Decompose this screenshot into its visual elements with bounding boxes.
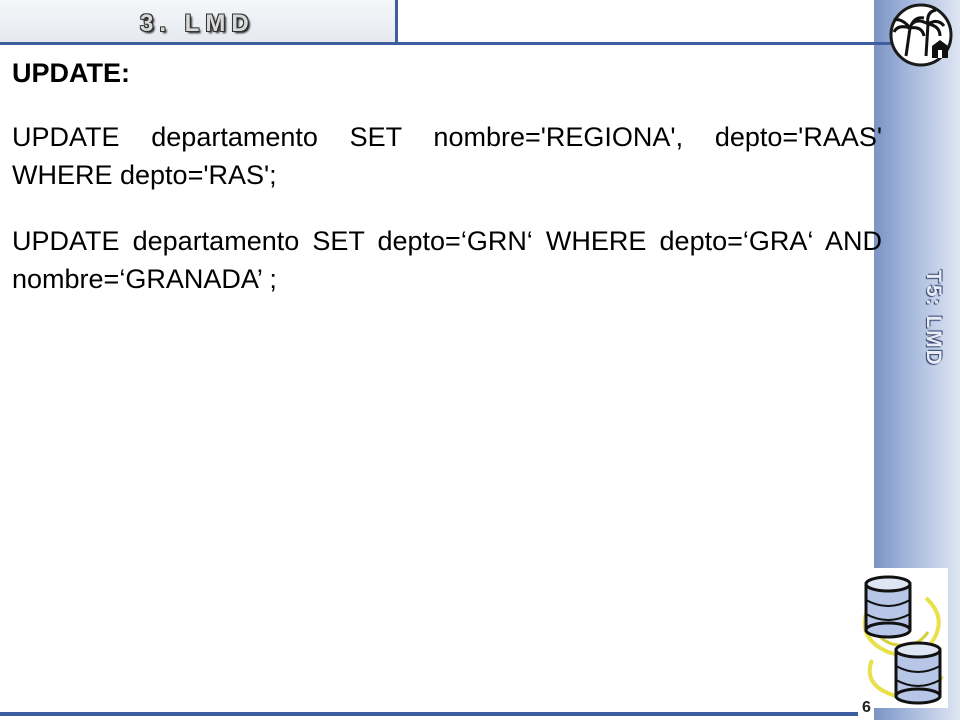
- database-cylinders-icon: [858, 568, 948, 708]
- sql-statement-2: UPDATE departamento SET depto=‘GRN‘ WHER…: [12, 226, 882, 294]
- slide-section-title: 3. LMD: [140, 10, 255, 37]
- footer-divider: [0, 712, 858, 716]
- section-heading: UPDATE:: [12, 58, 130, 88]
- header-divider: [0, 42, 900, 45]
- sql-statement-1: UPDATE departamento SET nombre='REGIONA'…: [12, 122, 882, 190]
- slide-content: UPDATE: UPDATE departamento SET nombre='…: [12, 56, 882, 326]
- palm-trees-house-logo-icon: [889, 3, 953, 67]
- header-tab: 3. LMD: [0, 0, 398, 42]
- sidebar-vertical-title: T5: LMD: [922, 270, 945, 367]
- page-number: 6: [862, 699, 871, 716]
